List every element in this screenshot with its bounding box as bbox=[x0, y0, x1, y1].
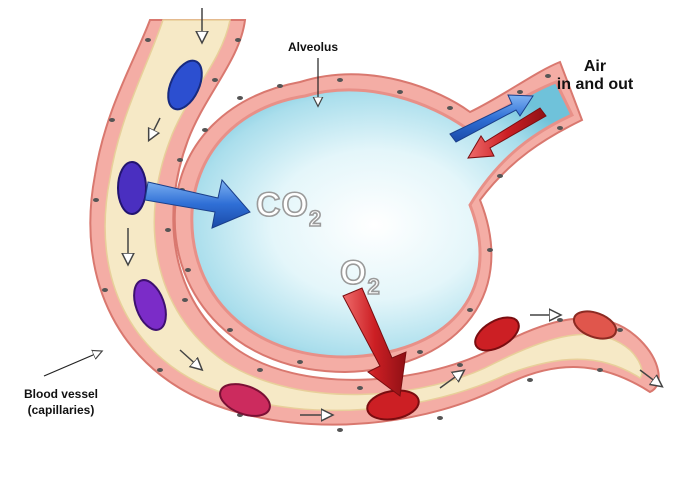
o2-symbol: O bbox=[339, 253, 368, 293]
blood-cell-oxygenated bbox=[366, 389, 420, 421]
co2-subscript: 2 bbox=[308, 205, 323, 232]
air-label: Air in and out bbox=[540, 58, 650, 94]
blood-cell-oxygenated bbox=[474, 316, 520, 352]
blood-vessel-pointer bbox=[43, 352, 100, 377]
blood-vessel-label-line1: Blood vessel bbox=[23, 387, 99, 401]
flow-arrow bbox=[150, 117, 160, 138]
flow-arrow bbox=[439, 372, 462, 389]
blood-cell-deoxygenated bbox=[117, 161, 147, 215]
blood-cell-deoxygenated bbox=[133, 279, 167, 331]
o2-label: O2 bbox=[339, 253, 381, 300]
red-blood-cells bbox=[117, 59, 618, 421]
blood-vessel bbox=[89, 19, 660, 432]
co2-label: CO2 bbox=[255, 185, 322, 232]
air-in-arrow bbox=[467, 107, 547, 159]
flow-arrow bbox=[179, 349, 200, 368]
alveolus-wall-cells bbox=[179, 74, 563, 364]
blood-vessel-label-line2: (capillaries) bbox=[27, 403, 95, 417]
blood-cell-oxygenated bbox=[219, 383, 271, 417]
co2-symbol: CO bbox=[255, 185, 309, 225]
air-label-line2: in and out bbox=[556, 76, 634, 93]
air-out-arrow bbox=[449, 94, 534, 143]
flow-arrows bbox=[128, 8, 660, 415]
o2-subscript: 2 bbox=[367, 273, 381, 300]
blood-vessel-label: Blood vessel (capillaries) bbox=[6, 386, 116, 418]
co2-diffusion-arrow bbox=[144, 178, 251, 229]
blood-cell-oxygenated bbox=[572, 310, 618, 340]
air-label-line1: Air bbox=[583, 58, 607, 75]
blood-cell-deoxygenated bbox=[167, 59, 203, 111]
vessel-plasma bbox=[104, 19, 643, 412]
o2-diffusion-arrow bbox=[342, 287, 407, 397]
flow-arrow bbox=[639, 369, 660, 385]
alveolus-label: Alveolus bbox=[288, 40, 339, 54]
